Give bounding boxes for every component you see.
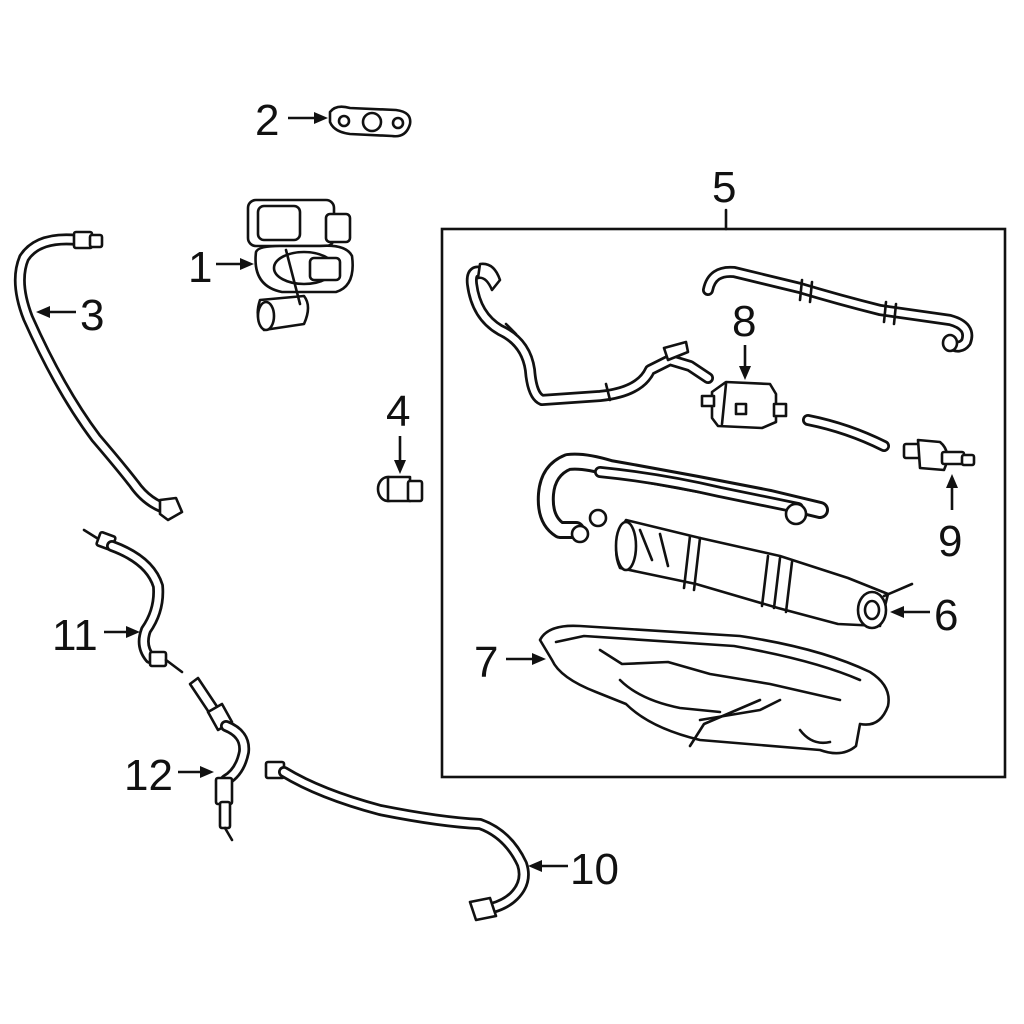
part-3-hose[interactable] <box>13 230 184 522</box>
callout-7-arrow <box>506 653 546 665</box>
callout-10: 10 <box>570 845 619 894</box>
callout-6-arrow <box>890 606 930 618</box>
part-10-harness[interactable] <box>264 760 530 922</box>
vent-hose-upper[interactable] <box>465 262 714 406</box>
callout-1-arrow <box>216 258 254 270</box>
callout-8-arrow <box>739 345 751 380</box>
vent-hose-right[interactable] <box>702 265 974 353</box>
part-1-valve[interactable] <box>246 198 354 332</box>
callout-12-arrow <box>178 766 214 778</box>
callout-1: 1 <box>188 243 212 292</box>
callout-8: 8 <box>732 297 756 346</box>
part-8-solenoid[interactable] <box>700 380 788 430</box>
connector-hose[interactable] <box>802 414 890 452</box>
twin-tube[interactable] <box>536 452 829 544</box>
callout-6: 6 <box>934 591 958 640</box>
callout-9: 9 <box>938 517 962 566</box>
part-7-tray[interactable] <box>538 624 890 755</box>
callout-3: 3 <box>80 291 104 340</box>
part-4-fitting[interactable] <box>376 475 424 503</box>
part-5-assembly-box <box>440 227 1007 779</box>
part-6-canister[interactable] <box>614 518 914 630</box>
callout-10-arrow <box>528 860 568 872</box>
callout-11-arrow <box>104 626 140 638</box>
callout-11: 11 <box>52 611 98 660</box>
callout-5: 5 <box>712 163 736 212</box>
callout-12: 12 <box>124 751 173 800</box>
callout-2-arrow <box>288 112 328 124</box>
part-12-sensor[interactable] <box>188 676 251 842</box>
part-9-sensor[interactable] <box>902 438 976 472</box>
callout-4: 4 <box>386 387 410 436</box>
callout-2: 2 <box>255 96 279 145</box>
callout-3-arrow <box>36 306 76 318</box>
callout-9-arrow <box>946 474 958 510</box>
callout-7: 7 <box>474 638 498 687</box>
callout-4-arrow <box>394 436 406 474</box>
part-2-gasket[interactable] <box>328 105 412 138</box>
part-11-sensor-lead[interactable] <box>82 528 184 674</box>
